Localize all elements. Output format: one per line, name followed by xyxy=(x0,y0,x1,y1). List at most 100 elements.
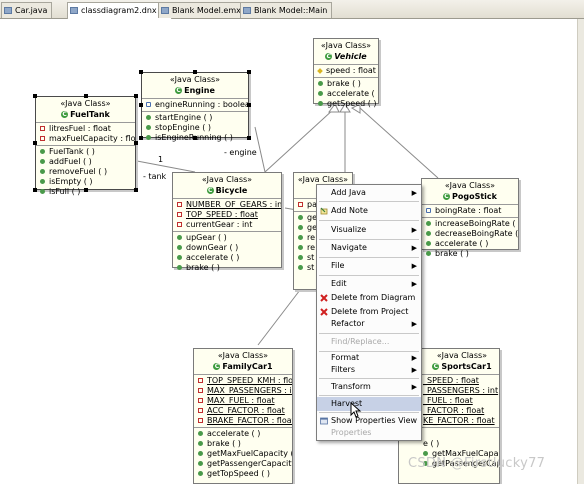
operation-row[interactable]: upGear ( ) xyxy=(173,233,281,243)
attribute-row[interactable]: boingRate : float xyxy=(422,206,518,216)
operation-row[interactable]: addFuel ( ) xyxy=(36,157,135,167)
operation-row[interactable]: getSpeed ( ) xyxy=(314,99,378,109)
operation-row[interactable]: ge xyxy=(294,213,352,223)
attribute-row[interactable]: pa xyxy=(294,200,352,210)
selection-handle[interactable] xyxy=(33,188,37,192)
tab-blank-model-main[interactable]: Blank Model::Main xyxy=(240,2,333,18)
selection-handle[interactable] xyxy=(84,188,88,192)
attribute-row[interactable]: MAX_FUEL : float xyxy=(194,396,292,406)
attribute-row[interactable]: _PASSENGERS : int xyxy=(423,386,499,395)
submenu-arrow-icon: ▶ xyxy=(411,383,417,391)
operation-row[interactable]: accelerate ( ) xyxy=(422,239,518,249)
selection-handle[interactable] xyxy=(139,70,143,74)
operation-row[interactable]: removeFuel ( ) xyxy=(36,167,135,177)
attribute-row[interactable]: KE_FACTOR : float xyxy=(423,416,495,425)
private-field-icon xyxy=(40,136,45,141)
operation-row[interactable]: isEmpty ( ) xyxy=(36,177,135,187)
operation-row[interactable] xyxy=(419,429,499,439)
operation-row[interactable]: getPassengerCapacity ( ) xyxy=(419,459,499,469)
operation-row[interactable]: getPassengerCapacity ( ) xyxy=(194,459,292,469)
menu-item-navigate[interactable]: Navigate▶ xyxy=(317,241,421,255)
operation-row[interactable]: brake ( ) xyxy=(422,249,518,259)
operation-row[interactable]: e ( ) xyxy=(423,439,440,448)
selection-handle[interactable] xyxy=(247,70,251,74)
menu-item-filters[interactable]: Filters▶ xyxy=(317,363,421,377)
attribute-row[interactable]: engineRunning : boolean xyxy=(142,100,248,110)
operation-row[interactable]: accelerate ( ) xyxy=(314,89,378,99)
selection-handle[interactable] xyxy=(139,136,143,140)
menu-item-format[interactable]: Format▶ xyxy=(317,351,421,365)
operation-row[interactable]: increaseBoingRate ( ) xyxy=(422,219,518,229)
menu-item-show-properties-view[interactable]: Show Properties View xyxy=(317,414,421,428)
operation-row[interactable]: ge xyxy=(294,223,352,233)
menu-item-delete-from-project[interactable]: Delete from Project xyxy=(317,305,421,319)
selection-handle[interactable] xyxy=(84,94,88,98)
public-method-icon xyxy=(423,461,428,466)
menu-item-refactor[interactable]: Refactor▶ xyxy=(317,317,421,331)
operation-row[interactable]: brake ( ) xyxy=(314,79,378,89)
operation-row[interactable]: brake ( ) xyxy=(173,263,281,273)
selection-handle[interactable] xyxy=(247,103,251,107)
class-icon: C xyxy=(175,87,183,94)
attribute-row[interactable]: maxFuelCapacity : float xyxy=(36,134,135,144)
attribute-row[interactable]: litresFuel : float xyxy=(36,124,135,134)
selection-handle[interactable] xyxy=(134,141,138,145)
operation-row[interactable]: isFull ( ) xyxy=(36,187,135,197)
operation-row[interactable]: st xyxy=(294,263,352,273)
operation-row[interactable]: accelerate ( ) xyxy=(194,429,292,439)
operation-row[interactable]: getMaxFuelCapacity ( ) xyxy=(419,449,499,459)
attribute-row[interactable]: _SPEED : float xyxy=(423,376,479,385)
tab-car-java[interactable]: Car.java xyxy=(1,2,53,18)
attribute-row[interactable]: TOP_SPEED_KMH : float xyxy=(194,376,292,386)
attribute-row[interactable]: _FUEL : float xyxy=(423,396,473,405)
selection-handle[interactable] xyxy=(134,188,138,192)
operation-row[interactable]: brake ( ) xyxy=(194,439,292,449)
class-name: Bicycle xyxy=(215,186,248,195)
selection-handle[interactable] xyxy=(247,136,251,140)
operation-row[interactable]: stopEngine ( ) xyxy=(142,123,248,133)
operation-row[interactable]: re xyxy=(294,243,352,253)
attribute-row[interactable]: ACC_FACTOR : float xyxy=(194,406,292,416)
menu-item-transform[interactable]: Transform▶ xyxy=(317,380,421,394)
selection-handle[interactable] xyxy=(139,103,143,107)
menu-item-add-note[interactable]: Add Note xyxy=(317,204,421,218)
public-method-icon xyxy=(318,91,323,96)
selection-handle[interactable] xyxy=(193,70,197,74)
menu-item-visualize[interactable]: Visualize▶ xyxy=(317,223,421,237)
operation-row[interactable]: startEngine ( ) xyxy=(142,113,248,123)
attribute-row[interactable]: speed : float xyxy=(314,66,378,76)
operation-row[interactable]: accelerate ( ) xyxy=(173,253,281,263)
vertical-scrollbar[interactable] xyxy=(577,19,584,484)
menu-item-add-java[interactable]: Add Java▶ xyxy=(317,186,421,200)
menu-item-edit[interactable]: Edit▶ xyxy=(317,277,421,291)
selection-handle[interactable] xyxy=(193,136,197,140)
menu-item-harvest[interactable]: Harvest xyxy=(317,397,421,411)
attribute-row[interactable]: BRAKE_FACTOR : float xyxy=(194,416,292,426)
operation-row[interactable]: decreaseBoingRate ( ) xyxy=(422,229,518,239)
operation-row[interactable]: getTopSpeed ( ) xyxy=(194,469,292,479)
selection-handle[interactable] xyxy=(33,141,37,145)
attribute-row[interactable]: currentGear : int xyxy=(173,220,281,230)
editor-tab-bar: Car.java classdiagram2.dnx✕ Blank Model.… xyxy=(0,0,584,19)
operation-row[interactable]: downGear ( ) xyxy=(173,243,281,253)
operation-row[interactable]: FuelTank ( ) xyxy=(36,147,135,157)
selection-handle[interactable] xyxy=(134,94,138,98)
attribute-row[interactable]: MAX_PASSENGERS : int xyxy=(194,386,292,396)
class-icon: C xyxy=(61,111,69,118)
operation-row[interactable]: st xyxy=(294,253,352,263)
selection-handle[interactable] xyxy=(33,94,37,98)
operation-row[interactable]: re xyxy=(294,233,352,243)
menu-separator xyxy=(319,378,419,379)
menu-item-delete-from-diagram[interactable]: Delete from Diagram xyxy=(317,291,421,305)
attribute-row[interactable]: TOP_SPEED : float xyxy=(173,210,281,220)
attribute-row[interactable]: NUMBER_OF_GEARS : int xyxy=(173,200,281,210)
operation-row[interactable]: getMaxFuelCapacity ( ) xyxy=(194,449,292,459)
attribute-row[interactable]: _FACTOR : float xyxy=(423,406,485,415)
menu-item-file[interactable]: File▶ xyxy=(317,259,421,273)
